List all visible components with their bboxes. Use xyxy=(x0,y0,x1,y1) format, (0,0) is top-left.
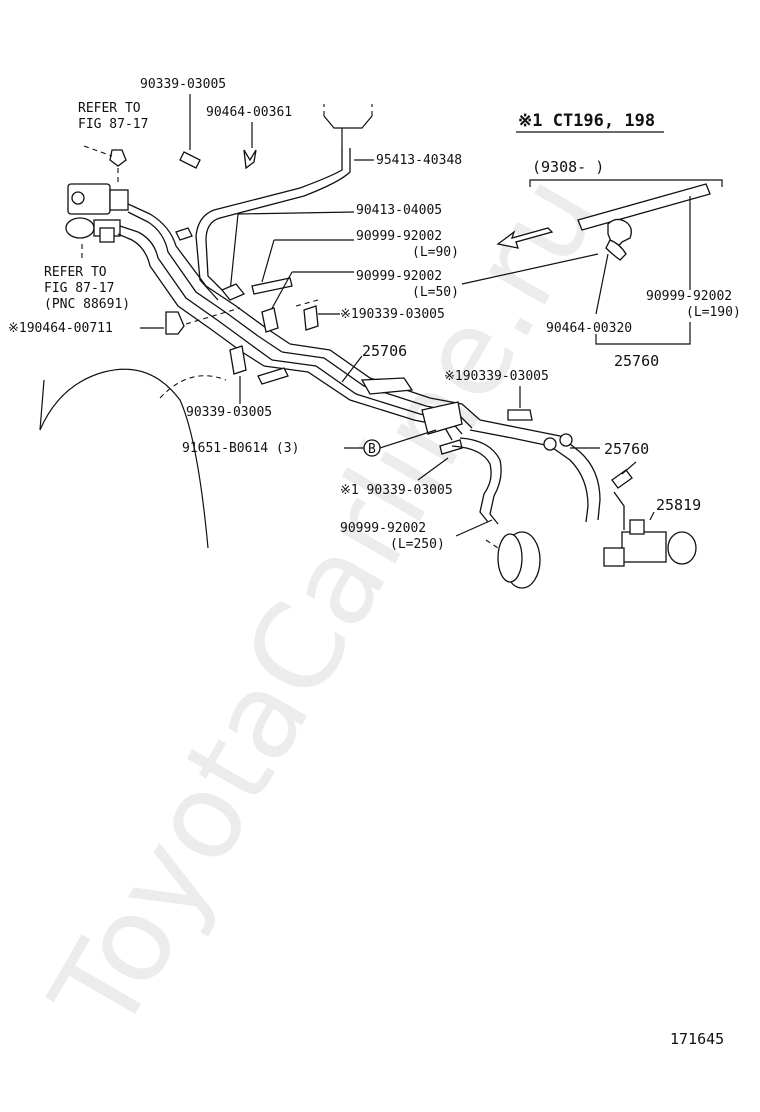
hose-l250-outer xyxy=(459,437,502,525)
part-90339-top: 90339-03005 xyxy=(140,77,226,92)
canister-bottom-dash xyxy=(485,539,499,549)
vsv-connector xyxy=(65,217,95,239)
pipe-2 xyxy=(127,211,283,353)
hose-joint-2 xyxy=(559,433,573,447)
figure-number: 171645 xyxy=(670,1030,724,1048)
part-90339-bottom: 90339-03005 xyxy=(186,405,272,420)
leader-b-marker xyxy=(379,429,437,449)
part-90464-00320: 90464-00320 xyxy=(546,321,632,336)
hose-right-2 xyxy=(469,429,589,523)
pipe-3 xyxy=(119,225,273,361)
part-190339-b: ※190339-03005 xyxy=(444,369,549,384)
leader-pin-25819 xyxy=(621,461,637,475)
bracket-left-tab xyxy=(257,367,289,385)
part-l50: (L=50) xyxy=(412,285,459,300)
leader-90413-down xyxy=(229,213,239,293)
part-95413: 95413-40348 xyxy=(376,153,462,168)
clip-190464 xyxy=(165,311,185,335)
fig-ref-mid-line1: REFER TO xyxy=(44,265,107,280)
date-range-bracket xyxy=(529,179,723,187)
part-25760-right: 25760 xyxy=(604,440,649,458)
leader-l90 xyxy=(261,239,275,283)
inset-clamp-tab xyxy=(605,239,627,261)
bracket-25706 xyxy=(360,377,414,395)
part-91651: 91651-B0614 (3) xyxy=(182,441,299,456)
engine-outline xyxy=(39,368,209,549)
pin-90339-top xyxy=(179,151,201,169)
leader-l250 xyxy=(455,519,493,537)
canister-bottom-face xyxy=(497,533,523,583)
fig-ref-mid-line2: FIG 87-17 xyxy=(44,281,114,296)
part-190339-c: ※1 90339-03005 xyxy=(340,483,453,498)
pin-190339-c xyxy=(439,439,463,455)
pipe-4 xyxy=(117,233,265,367)
hose-l250-inner xyxy=(451,445,492,523)
hose-95413-inner xyxy=(205,148,351,295)
fig-ref-top-line2: FIG 87-17 xyxy=(78,117,148,132)
vsv-cap-top xyxy=(109,189,129,211)
part-90999-l50: 90999-92002 xyxy=(356,269,442,284)
fig-ref-mid-line3: (PNC 88691) xyxy=(44,297,130,312)
vsv-port-25819 xyxy=(629,519,645,535)
part-90464-00361: 90464-00361 xyxy=(206,105,292,120)
leader-l50-to-inset xyxy=(461,253,599,285)
hose-top-bracket xyxy=(323,115,373,129)
pin-190339-a xyxy=(303,305,319,331)
pin-25819 xyxy=(611,469,633,489)
variant-header: ※1 CT196, 198 xyxy=(518,111,655,131)
bolt-dash xyxy=(83,145,113,157)
part-190339-a: ※190339-03005 xyxy=(340,307,445,322)
part-25819: 25819 xyxy=(656,496,701,514)
part-190464-00711: ※190464-00711 xyxy=(8,321,113,336)
inset-hose xyxy=(577,183,711,231)
bolt-icon xyxy=(109,149,127,167)
part-90413: 90413-04005 xyxy=(356,203,442,218)
pipe-1 xyxy=(127,203,291,345)
bracket-center xyxy=(421,401,463,435)
part-l250: (L=250) xyxy=(390,537,445,552)
engine-dash xyxy=(159,375,227,399)
pipe-clamp-top xyxy=(220,283,246,301)
vsv-connector-nozzle xyxy=(99,227,115,243)
part-90999-l90: 90999-92002 xyxy=(356,229,442,244)
part-l90: (L=90) xyxy=(412,245,459,260)
vsv-body-25819 xyxy=(621,531,667,563)
hose-joint-1 xyxy=(543,437,557,451)
engine-outline-edge xyxy=(39,379,45,431)
leader-90464-00320 xyxy=(595,253,609,315)
part-25706: 25706 xyxy=(362,342,407,360)
vsv-connector-25819 xyxy=(603,547,625,567)
b-marker-text: B xyxy=(368,442,376,457)
fig-ref-top-line1: REFER TO xyxy=(78,101,141,116)
date-range: (9308- ) xyxy=(532,158,604,176)
hose-l50 xyxy=(261,307,279,333)
part-90999-l250: 90999-92002 xyxy=(340,521,426,536)
clip-190464-dash xyxy=(185,307,241,325)
hose-95413-outer xyxy=(195,146,343,301)
vsv-port-top xyxy=(71,191,85,205)
part-90999-l190: 90999-92002 xyxy=(646,289,732,304)
hose-l90 xyxy=(251,277,293,295)
pin-190339-a-dash xyxy=(295,299,319,307)
clip-90464-00361 xyxy=(243,149,257,170)
inset-25760-bracket xyxy=(595,322,691,345)
direction-arrow xyxy=(496,227,554,249)
vsv-cap-25819 xyxy=(667,531,697,565)
hose-to-25819 xyxy=(613,491,625,530)
part-l190: (L=190) xyxy=(686,305,741,320)
leader-25819 xyxy=(649,511,655,521)
leader-190339-c xyxy=(417,457,449,481)
leader-l50 xyxy=(269,271,293,313)
bracket-90413 xyxy=(175,227,193,241)
leader-90413 xyxy=(237,211,355,215)
pin-190339-b xyxy=(507,409,533,421)
part-25760-inset: 25760 xyxy=(614,352,659,370)
pin-90339-bottom xyxy=(229,345,247,375)
leader-25706 xyxy=(341,355,363,383)
